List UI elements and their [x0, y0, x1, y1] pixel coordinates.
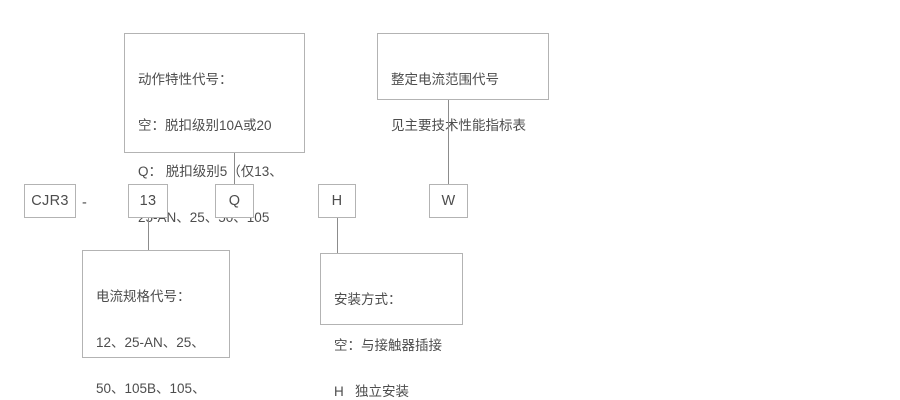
note-line: Q： 脱扣级别5（仅13、	[138, 164, 283, 179]
action-characteristic-code-box[interactable]: Q	[215, 184, 254, 218]
current-spec-code-label: 13	[139, 193, 157, 209]
action-characteristic-note: 动作特性代号： 空：脱扣级别10A或20 Q： 脱扣级别5（仅13、 25-AN…	[124, 33, 305, 271]
mounting-code-label: H	[331, 193, 343, 209]
connector-mounting-method	[337, 218, 338, 253]
note-line: 见主要技术性能指标表	[391, 118, 526, 133]
action-characteristic-code-label: Q	[228, 193, 241, 209]
series-code-box[interactable]: CJR3	[24, 184, 76, 218]
mounting-code-box[interactable]: H	[318, 184, 356, 218]
separator-dash: -	[82, 195, 87, 211]
series-code-label: CJR3	[31, 193, 69, 209]
note-line: 整定电流范围代号	[391, 72, 499, 87]
note-line: 安装方式：	[334, 292, 402, 307]
connector-setting-current-range	[448, 100, 449, 184]
note-line: 动作特性代号：	[138, 72, 233, 87]
setting-current-range-code-box[interactable]: W	[429, 184, 468, 218]
current-spec-note: 电流规格代号： 12、25-AN、25、 50、105B、105、 160B、1…	[82, 250, 230, 396]
note-line: 空：脱扣级别10A或20	[138, 118, 272, 133]
note-line: H 独立安装	[334, 384, 410, 399]
setting-current-range-note: 整定电流范围代号 见主要技术性能指标表	[377, 33, 549, 133]
note-line: 电流规格代号：	[96, 289, 191, 304]
note-line: 12、25-AN、25、	[96, 335, 205, 350]
connector-action-characteristic	[234, 153, 235, 184]
mounting-method-note: 安装方式： 空：与接触器插接 H 独立安装	[320, 253, 463, 399]
setting-current-range-code-label: W	[441, 193, 456, 209]
note-line: 空：与接触器插接	[334, 338, 442, 353]
current-spec-code-box[interactable]: 13	[128, 184, 168, 218]
connector-current-spec	[148, 218, 149, 250]
note-line: 50、105B、105、	[96, 381, 206, 396]
